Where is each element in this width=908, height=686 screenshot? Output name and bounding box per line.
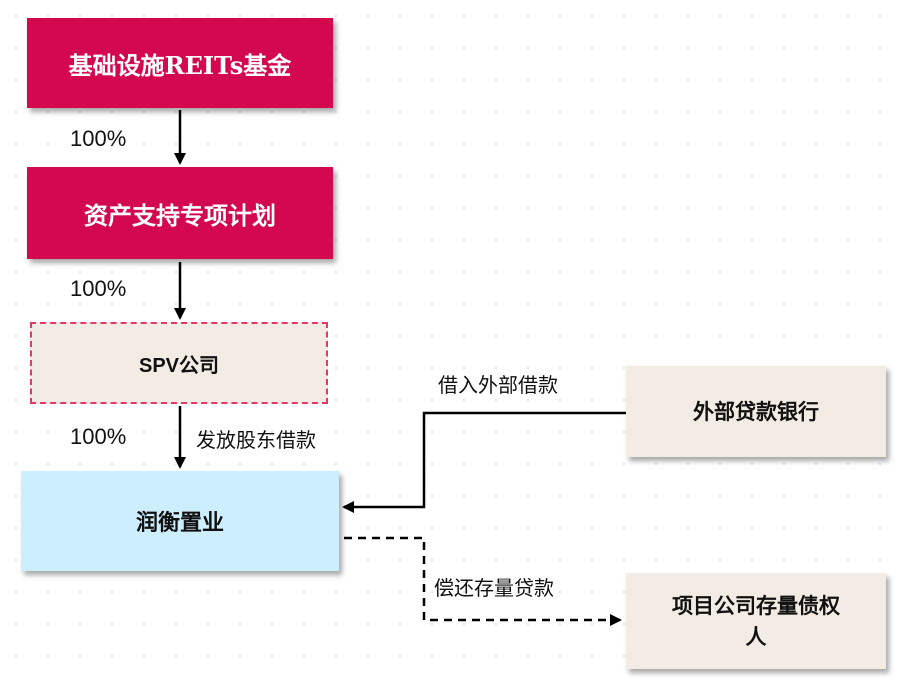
spv-box: SPV公司: [30, 322, 328, 404]
external-bank-box: 外部贷款银行: [626, 366, 886, 457]
shareholder-loan-label: 发放股东借款: [196, 428, 316, 452]
external-borrowing-label: 借入外部借款: [438, 373, 558, 397]
abs-plan-label: 资产支持专项计划: [84, 200, 276, 230]
pct-label-abs-spv: 100%: [70, 276, 127, 301]
creditor-box: 项目公司存量债权人: [626, 573, 886, 669]
spv-label: SPV公司: [138, 354, 220, 377]
external-bank-label: 外部贷款银行: [693, 398, 819, 424]
abs-plan-box: 资产支持专项计划: [27, 167, 333, 259]
reits-fund-label: 基础设施REITs基金: [68, 50, 292, 80]
pct-label-spv-project: 100%: [70, 424, 127, 449]
pct-label-fund-abs: 100%: [70, 126, 127, 151]
project-company-box: 润衡置业: [21, 471, 339, 571]
arrow-bank-to-project: [342, 411, 626, 513]
arrow-project-to-creditor: [344, 536, 622, 626]
creditor-label: 项目公司存量债权人: [672, 592, 840, 650]
repay-loan-label: 偿还存量贷款: [434, 576, 554, 600]
project-company-label: 润衡置业: [135, 510, 224, 536]
reits-fund-box: 基础设施REITs基金: [27, 18, 333, 108]
